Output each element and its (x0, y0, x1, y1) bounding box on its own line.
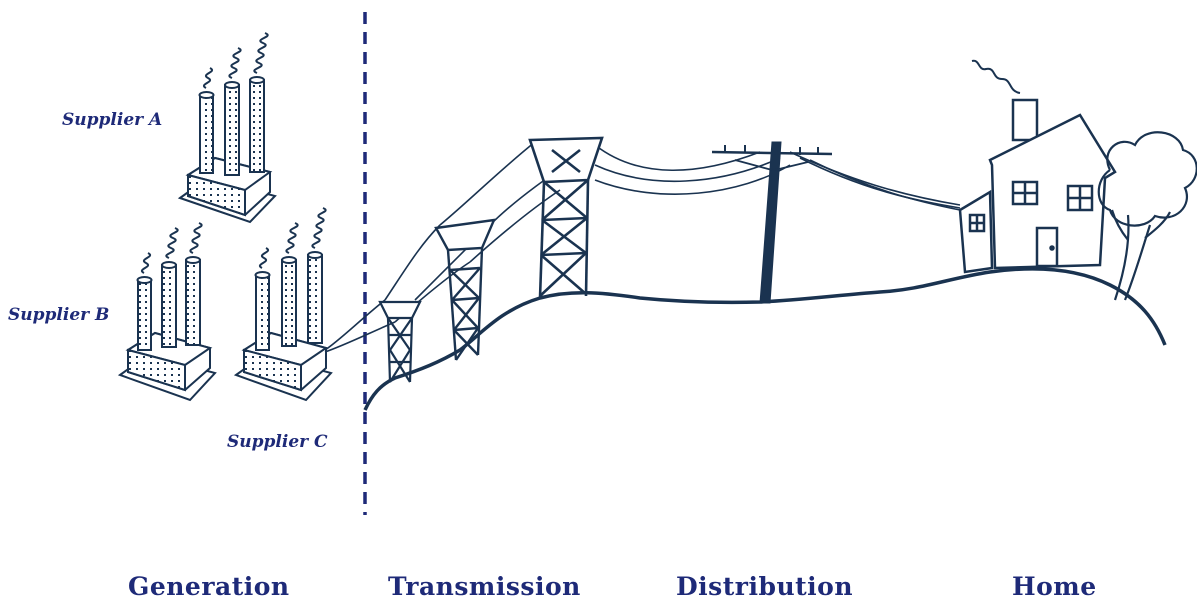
ground-line (363, 267, 1167, 411)
utility-pole-icon (711, 141, 833, 304)
home-label: Home (1012, 572, 1097, 601)
smoke-icon (971, 59, 1021, 94)
supplier-a-label: Supplier A (62, 110, 163, 130)
smoke-icon (203, 67, 213, 89)
transmission-lines (324, 141, 961, 353)
transmission-tower-icon (528, 136, 604, 299)
transmission-label: Transmission (388, 572, 581, 601)
house-icon (958, 59, 1117, 274)
transmission-tower-icon (434, 218, 496, 361)
supplier-c-label: Supplier C (227, 432, 328, 452)
tree-icon (1097, 131, 1197, 301)
factory-icon (117, 222, 217, 402)
distribution-label: Distribution (676, 572, 854, 601)
generation-label: Generation (128, 572, 290, 601)
transmission-tower-icon (378, 300, 422, 383)
supplier-b-label: Supplier B (8, 305, 110, 325)
factory-icon (177, 32, 277, 224)
factory-icon (233, 207, 333, 402)
